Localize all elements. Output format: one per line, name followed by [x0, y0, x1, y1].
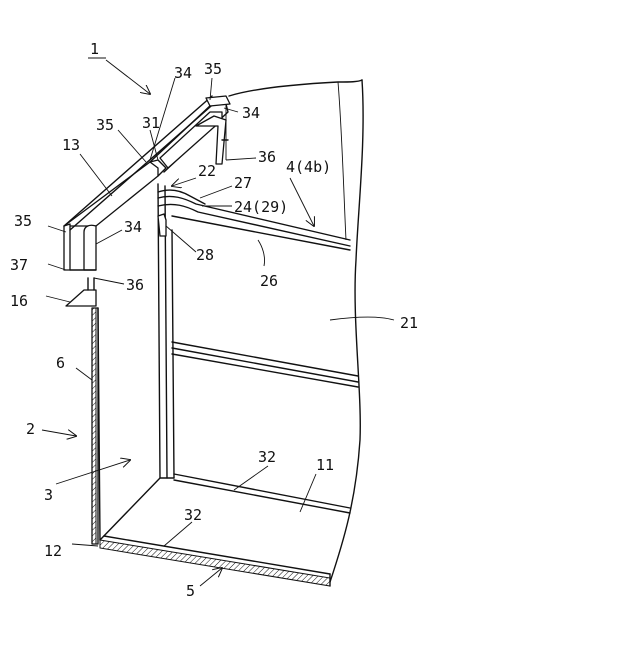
bracket-16: [66, 278, 96, 306]
label-35-top: 35: [204, 60, 222, 78]
label-31: 31: [142, 114, 160, 132]
label-32-upper: 32: [258, 448, 276, 466]
label-5: 5: [186, 582, 195, 600]
label-27: 27: [234, 174, 252, 192]
label-4-4b: 4(4b): [286, 158, 331, 176]
label-34-left: 34: [124, 218, 142, 236]
label-28: 28: [196, 246, 214, 264]
label-22: 22: [198, 162, 216, 180]
label-32-lower: 32: [184, 506, 202, 524]
label-34-top: 34: [174, 64, 192, 82]
label-37: 37: [10, 256, 28, 274]
top-cap-13: [64, 160, 166, 270]
label-1: 1: [90, 40, 99, 58]
label-21: 21: [400, 314, 418, 332]
label-36-right: 36: [258, 148, 276, 166]
label-12: 12: [44, 542, 62, 560]
label-16: 16: [10, 292, 28, 310]
label-6: 6: [56, 354, 65, 372]
label-35-left: 35: [14, 212, 32, 230]
label-2: 2: [26, 420, 35, 438]
clip-28: [158, 214, 166, 236]
floor-panel: [100, 478, 330, 586]
label-34-right: 34: [242, 104, 260, 122]
label-3: 3: [44, 486, 53, 504]
label-24-29: 24(29): [234, 198, 288, 216]
label-36-left: 36: [126, 276, 144, 294]
label-11: 11: [316, 456, 334, 474]
label-13: 13: [62, 136, 80, 154]
label-35-mid: 35: [96, 116, 114, 134]
label-26: 26: [260, 272, 278, 290]
front-wall-6: [92, 308, 100, 544]
